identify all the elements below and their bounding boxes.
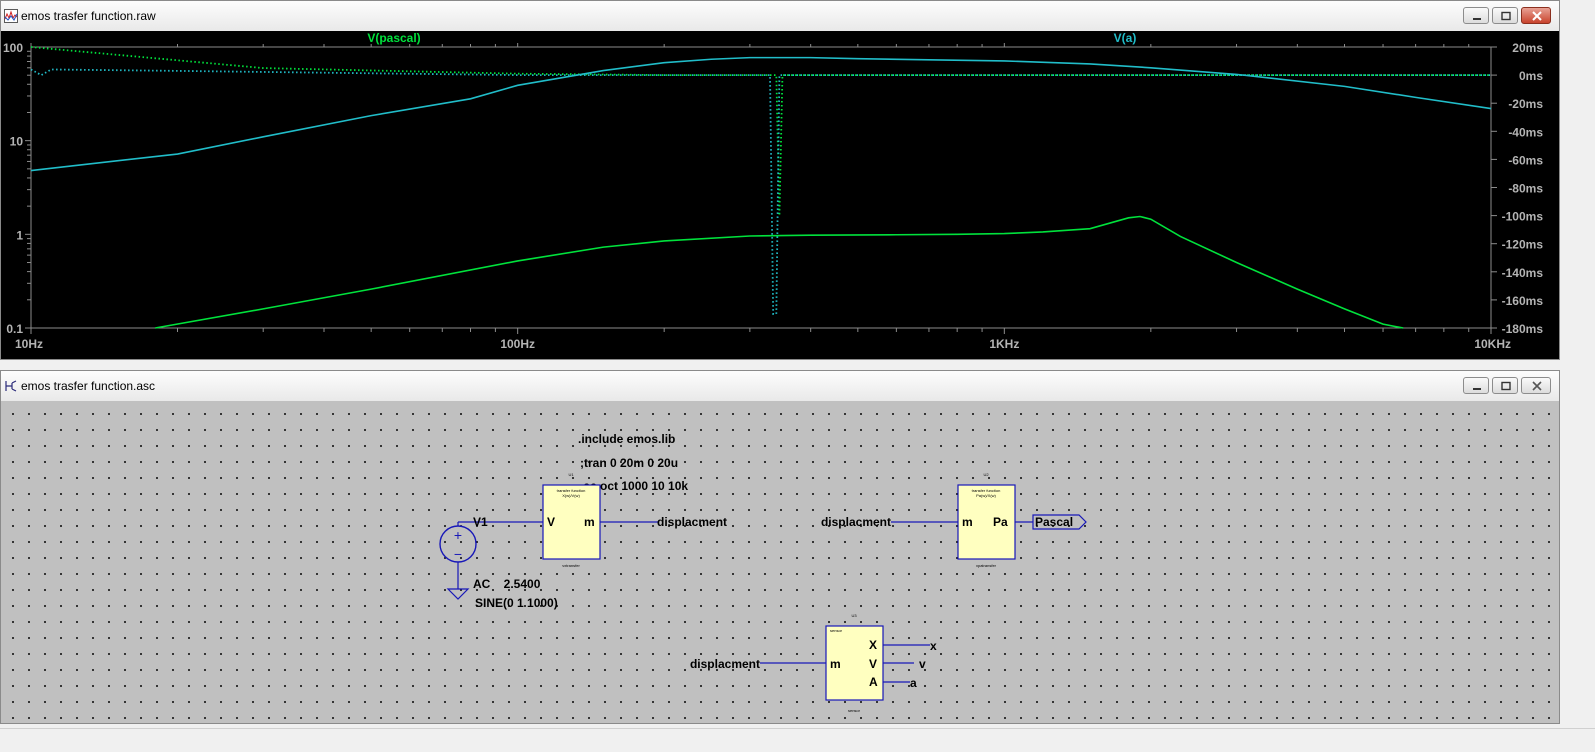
voltage-source-v1[interactable]: + − V1 AC 2.5400 SINE(0 1 1000)	[439, 515, 558, 610]
y-tick-label: 0.1	[6, 322, 23, 336]
minimize-icon	[1473, 388, 1481, 390]
net-label-displacment-u2[interactable]: displacment	[821, 515, 891, 529]
minus-sign: −	[454, 546, 462, 562]
source-sine-value: SINE(0 1 1000)	[475, 596, 558, 610]
component-u2[interactable]: displacment U2 transfer function Pa(w)/X…	[821, 472, 1087, 568]
series-0-group-delay-line	[30, 46, 1491, 216]
net-label-x[interactable]: x	[930, 639, 937, 653]
net-label-v[interactable]: v	[919, 657, 926, 671]
ground-symbol	[446, 588, 470, 600]
y2-tick-label: -140ms	[1502, 266, 1544, 280]
u2-title: transfer function	[972, 488, 1001, 493]
restore-button[interactable]	[1492, 7, 1518, 24]
component-u1[interactable]: U1 transfer function X(w)/V(w) V m vxtra…	[542, 472, 727, 568]
y2-tick-label: 20ms	[1512, 41, 1543, 55]
status-bar	[0, 728, 1595, 752]
u1-body	[542, 484, 601, 560]
series-1-magnitude-line	[30, 56, 1492, 172]
schematic-drawing[interactable]: .include emos.lib ;tran 0 20m 0 20u .ac …	[1, 401, 1559, 723]
plot-window-titlebar[interactable]: emos trasfer function.raw	[1, 1, 1559, 32]
x-tick-label: 100Hz	[500, 337, 535, 351]
u3-body	[825, 625, 884, 701]
schematic-window-titlebar[interactable]: emos trasfer function.asc	[1, 371, 1559, 402]
u2-expression: Pa(w)/X(w)	[976, 493, 996, 498]
y-tick-label: 1	[16, 228, 23, 242]
u2-ref: U2	[983, 472, 989, 477]
x-tick-label: 10KHz	[1474, 337, 1511, 351]
net-label-a[interactable]: a	[910, 676, 917, 690]
plot-series	[30, 46, 1492, 329]
source-name: V1	[473, 515, 488, 529]
y2-tick-label: -180ms	[1502, 322, 1544, 336]
schematic-close-button[interactable]	[1521, 377, 1551, 394]
directive-tran[interactable]: ;tran 0 20m 0 20u	[580, 456, 678, 470]
u3-title: sensor	[830, 628, 843, 633]
u1-ref: U1	[568, 472, 574, 477]
plot-frame	[30, 46, 1492, 329]
waveform-icon	[4, 9, 18, 23]
x-tick-label: 10Hz	[15, 337, 43, 351]
u3-pin-x: X	[869, 638, 877, 652]
port-label-pascal[interactable]: Pascal	[1035, 515, 1073, 529]
y2-tick-label: -160ms	[1502, 294, 1544, 308]
u1-model: vxtransfer	[562, 563, 580, 568]
y2-tick-label: -100ms	[1502, 210, 1544, 224]
plot-axes: 10Hz 100Hz 1KHz 10KHz 100 10 1 0.1 20ms 0ms -20ms -…	[3, 41, 1543, 351]
u1-title: transfer function	[557, 488, 586, 493]
net-label-displacment-u3[interactable]: displacment	[690, 657, 760, 671]
schematic-window-title: emos trasfer function.asc	[21, 379, 156, 393]
restore-icon	[1501, 381, 1511, 391]
close-icon	[1532, 11, 1542, 21]
legend-v-a[interactable]: V(a)	[1114, 31, 1137, 45]
net-label-displacment-u1[interactable]: displacment	[657, 515, 727, 529]
directive-include[interactable]: .include emos.lib	[578, 432, 675, 446]
u1-expression: X(w)/V(w)	[562, 493, 580, 498]
directive-ac[interactable]: .ac oct 1000 10 10k	[580, 479, 688, 493]
bode-plot[interactable]: 10Hz 100Hz 1KHz 10KHz 100 10 1 0.1 20ms 0ms -20ms -…	[1, 31, 1559, 359]
schematic-restore-button[interactable]	[1492, 377, 1518, 394]
y-tick-label: 10	[10, 135, 24, 149]
output-port-flag	[1032, 514, 1087, 530]
u2-body	[957, 484, 1016, 560]
series-0-magnitude-line	[155, 215, 1404, 329]
legend-v-pascal[interactable]: V(pascal)	[367, 31, 420, 45]
y2-tick-label: -80ms	[1508, 182, 1543, 196]
plus-sign: +	[454, 527, 462, 543]
u3-ref: U3	[851, 613, 857, 618]
x-tick-label: 1KHz	[989, 337, 1019, 351]
restore-icon	[1501, 11, 1511, 21]
y2-tick-label: -60ms	[1508, 153, 1543, 167]
schematic-icon	[5, 380, 17, 392]
minimize-button[interactable]	[1463, 7, 1489, 24]
u3-pin-v: V	[869, 657, 877, 671]
u2-pin-in: m	[962, 515, 973, 529]
plot-area[interactable]: 10Hz 100Hz 1KHz 10KHz 100 10 1 0.1 20ms 0ms -20ms -…	[1, 31, 1559, 359]
close-icon	[1532, 381, 1542, 391]
schematic-canvas[interactable]: .include emos.lib ;tran 0 20m 0 20u .ac …	[1, 401, 1559, 723]
y-tick-label: 100	[3, 41, 23, 55]
u2-model: xpatransfer	[976, 563, 997, 568]
u1-pin-out: m	[584, 515, 595, 529]
u3-model: sensor	[848, 708, 861, 713]
schematic-window[interactable]: emos trasfer function.asc .include emos.…	[0, 370, 1560, 724]
y2-tick-label: -40ms	[1508, 125, 1543, 139]
spice-directives[interactable]: .include emos.lib ;tran 0 20m 0 20u .ac …	[578, 432, 688, 493]
u1-pin-in: V	[547, 515, 555, 529]
u2-pin-out: Pa	[993, 515, 1008, 529]
schematic-minimize-button[interactable]	[1463, 377, 1489, 394]
u3-pin-in: m	[830, 657, 841, 671]
close-button[interactable]	[1521, 7, 1551, 24]
minimize-icon	[1473, 18, 1481, 20]
u3-pin-a: A	[869, 675, 878, 689]
component-u3[interactable]: displacment U3 sensor m X V A sensor x v…	[690, 613, 937, 713]
y2-tick-label: -120ms	[1502, 238, 1544, 252]
source-ac-value: AC 2.5400	[473, 577, 541, 591]
y2-tick-label: 0ms	[1519, 69, 1543, 83]
plot-window-title: emos trasfer function.raw	[21, 9, 156, 23]
y2-tick-label: -20ms	[1508, 97, 1543, 111]
